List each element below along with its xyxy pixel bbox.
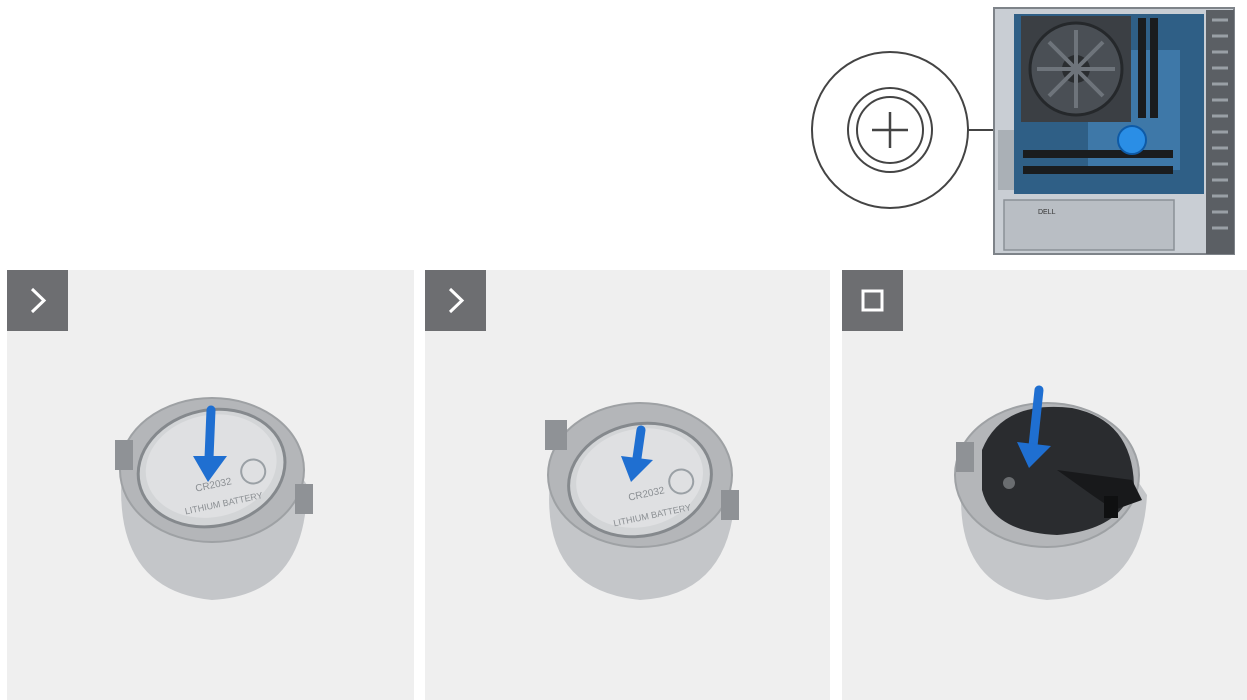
system-overview: DELL bbox=[808, 0, 1247, 260]
step-2-panel: LITHIUM BATTERY CR2032 bbox=[425, 270, 830, 700]
computer-chassis: DELL bbox=[994, 8, 1234, 254]
battery-insert-figure-2: LITHIUM BATTERY CR2032 bbox=[425, 270, 830, 700]
cpu-fan bbox=[1021, 16, 1131, 122]
battery-socket-base bbox=[982, 407, 1142, 535]
battery-installed-figure bbox=[842, 270, 1247, 700]
battery-location-highlight bbox=[1118, 126, 1146, 154]
svg-text:DELL: DELL bbox=[1038, 209, 1056, 216]
battery-insert-figure-1: LITHIUM BATTERY CR2032 bbox=[7, 270, 414, 700]
step-3-panel bbox=[842, 270, 1247, 700]
step-1-panel: LITHIUM BATTERY CR2032 bbox=[7, 270, 414, 700]
